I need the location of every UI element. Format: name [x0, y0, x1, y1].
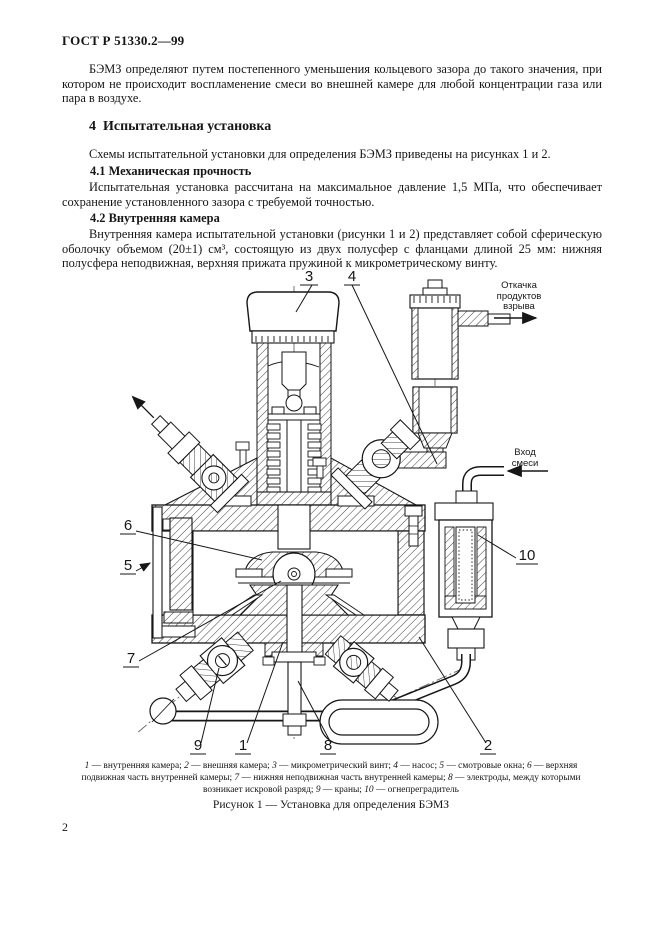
label-2: 2 [418, 636, 496, 755]
label-8: 8 [297, 680, 336, 755]
section41-title: 4.1 Механическая прочность [90, 164, 252, 178]
svg-text:2: 2 [484, 737, 492, 754]
label-6: 6 [120, 517, 263, 561]
svg-text:5: 5 [124, 557, 132, 574]
inlet-elbow-pipe [462, 464, 548, 493]
svg-text:3: 3 [305, 268, 313, 285]
label-10: 10 [477, 534, 538, 565]
inlet-callout: Вход смеси [511, 447, 539, 469]
right-pump-fitting [330, 419, 421, 510]
exhaust-callout: Откачка продуктов взрыва [496, 280, 542, 312]
body-bolt [404, 505, 423, 547]
section42-title: 4.2 Внутренняя камера [90, 211, 220, 225]
section42-body: Внутренняя камера испытательной установк… [62, 227, 602, 271]
svg-text:4: 4 [348, 268, 356, 285]
svg-text:8: 8 [324, 737, 332, 754]
electrode-assembly [262, 584, 326, 736]
valve-right [324, 635, 399, 702]
left-outlet-fitting [131, 395, 250, 514]
figure-labels: 3 4 6 5 10 7 9 1 8 2 [120, 268, 538, 755]
outlet-arrow [131, 395, 155, 419]
svg-text:9: 9 [194, 737, 202, 754]
label-3: 3 [295, 268, 318, 313]
flame-arrester [434, 490, 494, 661]
page-number: 2 [62, 820, 68, 834]
intro-paragraph: БЭМЗ определяют путем постепенного умень… [62, 62, 602, 106]
label-4: 4 [344, 268, 438, 465]
section4-title: 4 Испытательная установка [89, 119, 272, 134]
svg-text:10: 10 [519, 547, 536, 564]
figure-legend: 1 — внутренняя камера; 2 — внешняя камер… [81, 761, 581, 795]
vacuum-pump [395, 279, 511, 469]
label-1: 1 [235, 641, 284, 755]
label-9: 9 [190, 667, 220, 755]
label-7: 7 [123, 580, 282, 668]
figure-title: Рисунок 1 — Установка для определения БЭ… [212, 798, 450, 811]
svg-text:7: 7 [127, 650, 135, 667]
doc-header: ГОСТ Р 51330.2—99 [62, 33, 185, 48]
svg-text:1: 1 [239, 737, 247, 754]
section4-lead: Схемы испытательной установки для опреде… [89, 147, 551, 161]
sight-window [152, 506, 196, 639]
label-5: 5 [120, 557, 151, 575]
valve-left [149, 631, 254, 725]
svg-text:6: 6 [124, 517, 132, 534]
micrometer-head [235, 291, 342, 506]
section41-body: Испытательная установка рассчитана на ма… [62, 180, 602, 209]
